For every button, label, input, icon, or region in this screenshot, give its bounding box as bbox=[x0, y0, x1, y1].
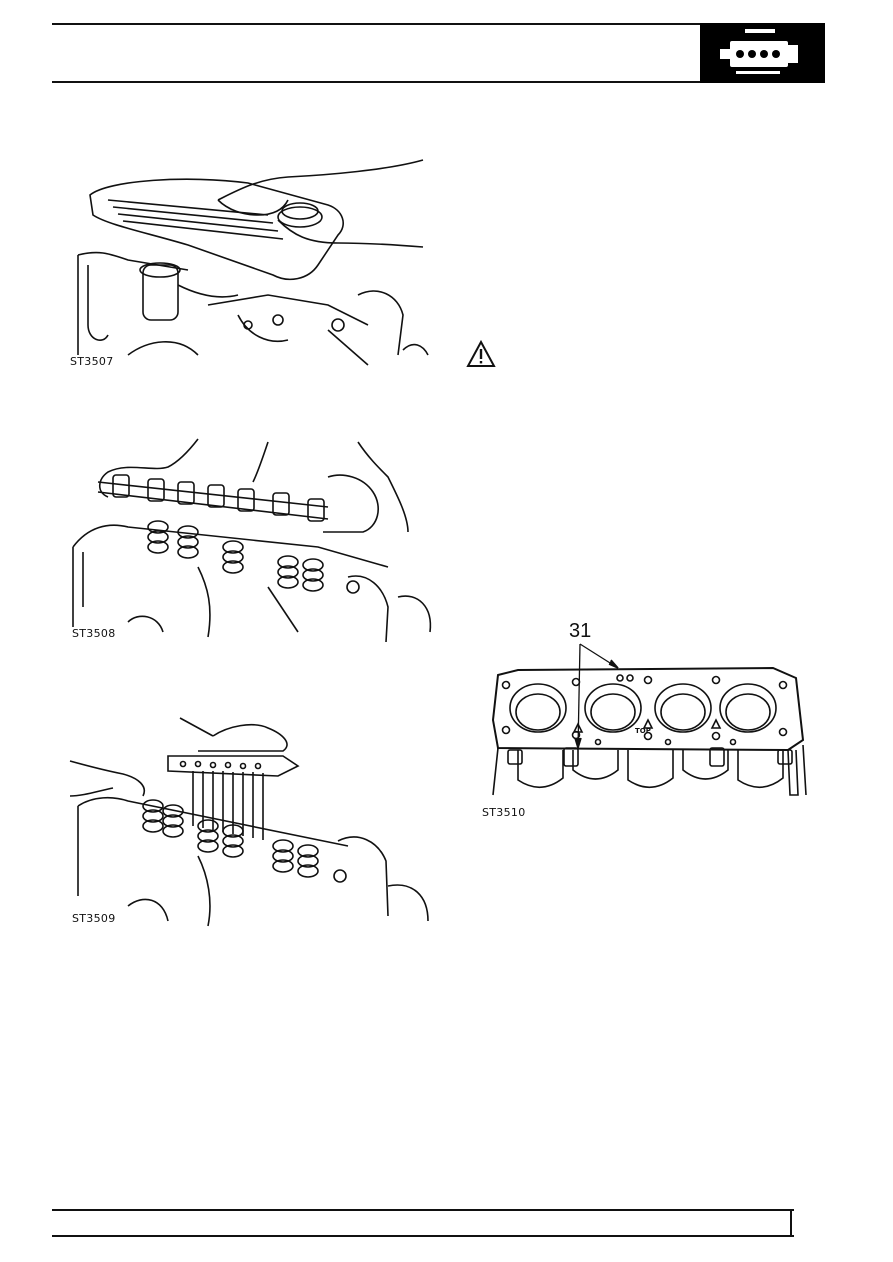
figure-caption: ST3510 bbox=[482, 806, 526, 819]
header-bottom-rule bbox=[52, 81, 700, 83]
figure-caption: ST3507 bbox=[70, 355, 114, 368]
figure-rocker-cover: ST3507 bbox=[68, 155, 430, 370]
figure-head-gasket: 31 bbox=[478, 620, 813, 825]
callout-number: 31 bbox=[569, 620, 592, 642]
rocker-shaft-illustration bbox=[72, 438, 432, 643]
rocker-cover-illustration bbox=[77, 159, 429, 366]
figure-caption: ST3509 bbox=[72, 912, 116, 925]
engine-icon bbox=[720, 29, 798, 74]
head-gasket-illustration bbox=[491, 643, 807, 796]
figure-rocker-shaft: ST3508 bbox=[68, 437, 433, 647]
figure-caption: ST3508 bbox=[72, 627, 116, 640]
footer-top-rule bbox=[52, 1209, 794, 1211]
section-icon-block bbox=[700, 23, 825, 83]
pushrod-illustration bbox=[69, 717, 429, 927]
warning-triangle-icon bbox=[466, 339, 496, 367]
gasket-top-label: TOP bbox=[635, 727, 651, 735]
header-top-rule bbox=[52, 23, 825, 25]
footer-bar bbox=[52, 1209, 792, 1237]
footer-bottom-rule bbox=[52, 1235, 794, 1237]
figure-pushrods: ST3509 bbox=[68, 716, 433, 928]
